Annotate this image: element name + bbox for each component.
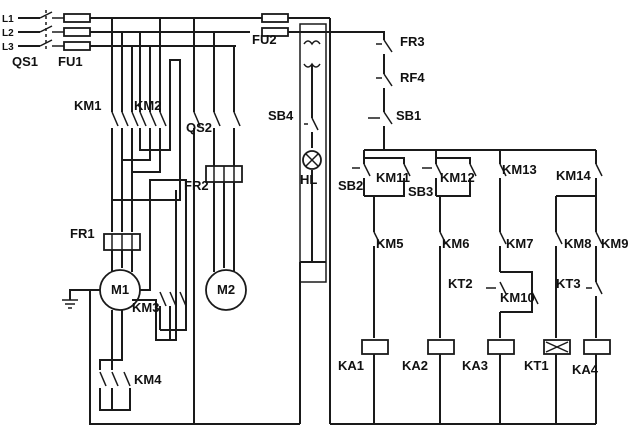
label-km3: KM3 <box>132 300 159 315</box>
label-km11: KM11 <box>376 170 410 185</box>
label-km6: KM6 <box>442 236 469 251</box>
label-kt3: KT3 <box>556 276 581 291</box>
label-sb1: SB1 <box>396 108 421 123</box>
label-m1: M1 <box>111 282 129 297</box>
label-sb2: SB2 <box>338 178 363 193</box>
label-l3: L3 <box>2 42 14 53</box>
label-fu1: FU1 <box>58 54 83 69</box>
label-fr3: FR3 <box>400 34 425 49</box>
label-hl: HL <box>300 172 317 187</box>
label-ka3: KA3 <box>462 358 488 373</box>
m2-power-circuit <box>194 18 246 424</box>
label-kt1: KT1 <box>524 358 549 373</box>
label-km12: KM12 <box>440 170 475 185</box>
label-fr1: FR1 <box>70 226 95 241</box>
label-km9: KM9 <box>601 236 628 251</box>
label-km10: KM10 <box>500 290 535 305</box>
label-ka4: KA4 <box>572 362 599 377</box>
label-km1: KM1 <box>74 98 101 113</box>
label-l1: L1 <box>2 14 14 25</box>
label-rf4: RF4 <box>400 70 425 85</box>
label-sb4: SB4 <box>268 108 294 123</box>
label-fu2: FU2 <box>252 32 277 47</box>
label-km4: KM4 <box>134 372 162 387</box>
label-km2: KM2 <box>134 98 161 113</box>
supply-lines <box>18 10 330 52</box>
label-qs2: QS2 <box>186 120 212 135</box>
label-fr2: FR2 <box>184 178 209 193</box>
label-km14: KM14 <box>556 168 591 183</box>
label-sb3: SB3 <box>408 184 433 199</box>
label-m2: M2 <box>217 282 235 297</box>
label-km5: KM5 <box>376 236 403 251</box>
label-km8: KM8 <box>564 236 591 251</box>
label-ka2: KA2 <box>402 358 428 373</box>
label-ka1: KA1 <box>338 358 364 373</box>
label-qs1: QS1 <box>12 54 38 69</box>
label-l2: L2 <box>2 28 14 39</box>
m1-power-circuit <box>62 18 300 424</box>
label-kt2: KT2 <box>448 276 473 291</box>
label-km7: KM7 <box>506 236 533 251</box>
lamp-circuit <box>300 24 326 424</box>
labels: L1 L2 L3 QS1 FU1 FU2 KM1 KM2 QS2 FR2 FR1… <box>2 14 628 387</box>
label-km13: KM13 <box>502 162 537 177</box>
